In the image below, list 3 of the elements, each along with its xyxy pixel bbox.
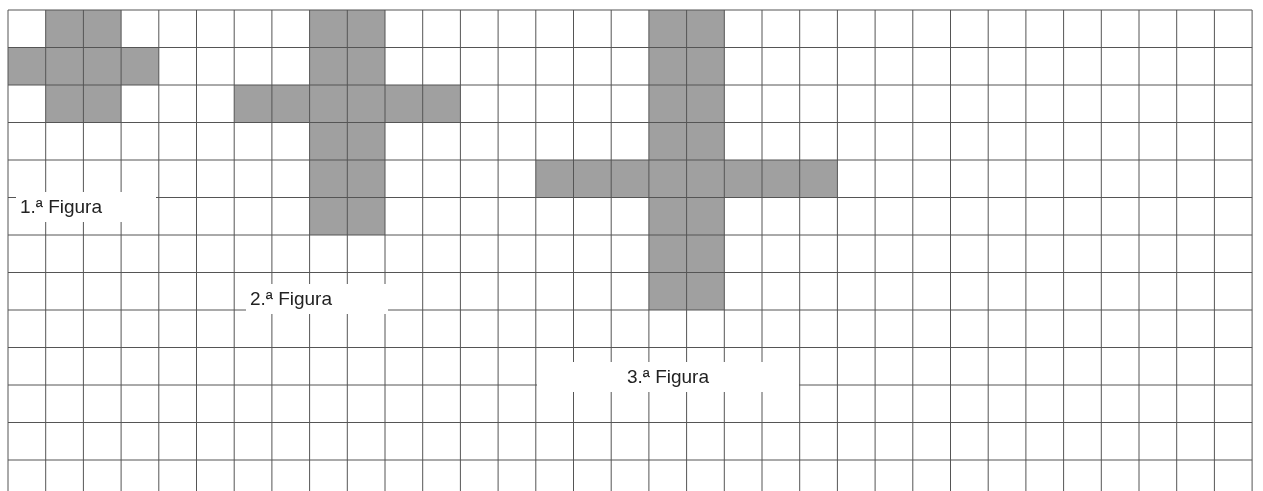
figure-label: 1.ª Figura [16, 192, 156, 222]
figure-label: 3.ª Figura [537, 362, 799, 392]
figure-label: 2.ª Figura [246, 284, 388, 314]
